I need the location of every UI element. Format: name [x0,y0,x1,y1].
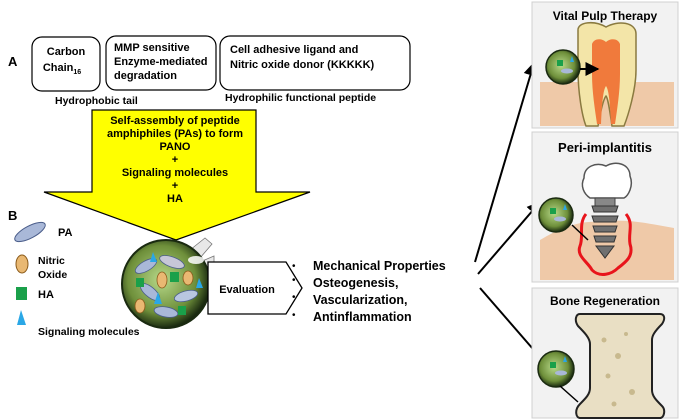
nanosphere-icon [121,237,215,329]
ligand-line2: Nitric oxide donor (KKKKK) [230,59,375,71]
yellow-arrow-line3: PANO [160,141,191,153]
yellow-arrow-line4: Signaling molecules [122,167,228,179]
mmp-line1: MMP sensitive [114,42,190,54]
bone-icon [574,313,666,419]
evaluation-label: Evaluation [219,284,275,296]
yellow-arrow [43,109,311,241]
hydrophobic-label: Hydrophobic tail [55,95,138,107]
nanosphere-icon [545,49,581,85]
evaluation-bullet: • [292,292,296,303]
vital-pulp-panel: Vital Pulp Therapy [531,1,679,129]
implant-screw-icon [591,205,619,259]
peri-implantitis-panel: Peri-implantitis [531,131,679,283]
ha-legend-label: HA [38,289,54,301]
evaluation-bullet: • [292,275,296,286]
pointer-line [559,385,579,403]
pa-legend-icon [14,221,46,243]
section-a-letter: A [8,54,18,69]
yellow-arrow-line1: Self-assembly of peptide [110,115,240,127]
nitric-oxide-legend-icon [15,254,29,274]
yellow-arrow-plus2: + [172,180,178,192]
mmp-line2: Enzyme-mediated [114,56,208,68]
evaluation-bullet: • [292,310,296,321]
inflammation-outline [577,213,633,276]
evaluation-bullet: • [292,261,296,272]
nanosphere-icon [537,350,575,388]
arrow-to-vital-pulp [474,61,538,263]
pulp-chamber [592,39,620,124]
carbon-chain-box [31,36,101,92]
yellow-arrow-line5: HA [167,193,183,205]
vital-pulp-title: Vital Pulp Therapy [553,9,658,23]
evaluation-item: Mechanical Properties [313,259,446,273]
nanosphere-icon [538,197,574,233]
evaluation-arrow [207,261,303,315]
evaluation-item: Antinflammation [313,310,412,324]
arrow-to-peri-implantitis [477,200,541,275]
peri-implantitis-title: Peri-implantitis [558,140,652,155]
nitric-oxide-label-2: Oxide [38,269,67,281]
mmp-box [105,35,217,91]
bone-regeneration-panel: Bone Regeneration [531,287,679,419]
carbon-chain-line1: Carbon [47,46,86,58]
evaluation-item: Vascularization, [313,293,407,307]
evaluation-item: Osteogenesis, [313,276,398,290]
ligand-box [219,35,411,91]
nitric-oxide-label-1: Nitric [38,255,65,267]
signaling-legend-label: Signaling molecules [38,326,140,338]
yellow-arrow-line2: amphiphiles (PAs) to form [107,128,243,140]
carbon-chain-line2: Chain16 [43,62,81,76]
ligand-line1: Cell adhesive ligand and [230,44,358,56]
crown-icon [581,162,633,199]
yellow-arrow-plus1: + [172,154,178,166]
section-b-letter: B [8,208,17,223]
bone-regeneration-title: Bone Regeneration [550,294,660,308]
mmp-line3: degradation [114,70,177,82]
evaluation-list: • Mechanical Properties • Osteogenesis, … [292,259,446,324]
pointer-line [571,224,589,241]
signaling-legend-icon [17,310,26,325]
pa-legend-label: PA [58,227,73,239]
ha-legend-icon [16,287,27,300]
hydrophilic-label: Hydrophilic functional peptide [225,92,376,104]
